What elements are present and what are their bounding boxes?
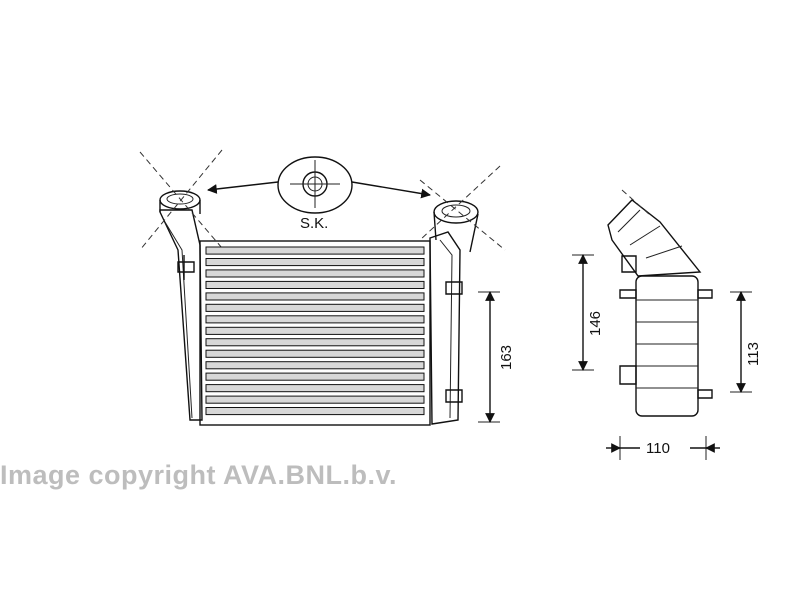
front-view: S.K. 163: [139, 149, 515, 426]
core-fin: [205, 349, 425, 358]
dim-side-width-label: 110: [646, 440, 670, 457]
side-inlet: [607, 199, 702, 277]
dim-tank-height: 113: [730, 291, 762, 393]
core-fin: [205, 384, 425, 393]
core-fin: [205, 258, 425, 267]
dim-side-width: 110: [606, 436, 720, 460]
left-tank: [159, 209, 203, 421]
copyright-watermark: Image copyright AVA.BNL.b.v.: [0, 460, 397, 490]
dim-core-height-label: 163: [498, 345, 515, 370]
radiator-core: [199, 240, 431, 426]
core-fin: [205, 326, 425, 335]
side-view: 146 113 110: [572, 189, 762, 460]
core-fin: [205, 280, 425, 289]
core-fin: [205, 315, 425, 324]
dim-core-height: 163: [478, 291, 515, 423]
core-fin: [205, 372, 425, 381]
left-inlet-pipe: [139, 149, 223, 251]
core-fin: [205, 361, 425, 370]
core-fin: [205, 292, 425, 301]
core-fin: [205, 407, 425, 416]
dim-tank-height-label: 113: [745, 342, 762, 366]
right-tank: [429, 231, 461, 425]
dim-side-height: 146: [572, 254, 604, 371]
core-fin: [205, 303, 425, 312]
core-fin: [205, 246, 425, 255]
right-outlet-pipe: [419, 165, 506, 253]
side-tank: [635, 275, 699, 417]
dim-side-height-label: 146: [587, 311, 604, 336]
sk-detail: S.K.: [207, 156, 431, 232]
core-fin: [205, 338, 425, 347]
sk-label: S.K.: [300, 215, 328, 232]
core-fin: [205, 269, 425, 278]
core-fin: [205, 395, 425, 404]
